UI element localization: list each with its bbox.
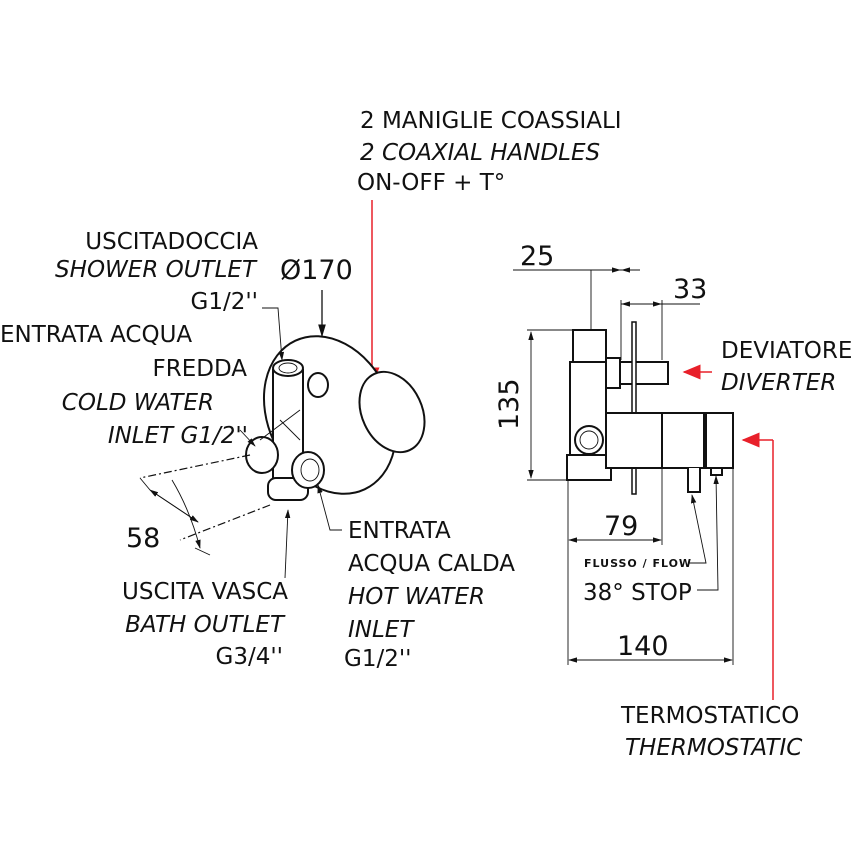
title-en: 2 COAXIAL HANDLES	[360, 140, 600, 166]
hot-inlet-en2: INLET	[348, 617, 415, 643]
top-port	[572, 329, 607, 363]
isometric-view	[139, 290, 426, 579]
wall-plate	[631, 321, 637, 495]
dim-25: 25	[520, 241, 554, 272]
cold-inlet-en2: INLET G1/2''	[108, 423, 248, 449]
shower-outlet-en: SHOWER OUTLET	[55, 257, 258, 283]
cold-inlet-it1: ENTRATA ACQUA	[0, 322, 192, 348]
title-it: 2 MANIGLIE COASSIALI	[360, 108, 622, 134]
thermostat-body	[605, 412, 663, 469]
thermostatic-en: THERMOSTATIC	[625, 735, 802, 761]
hot-inlet-en1: HOT WATER	[348, 584, 485, 610]
thermostatic-it: TERMOSTATICO	[620, 703, 799, 729]
dim-58: 58	[126, 523, 160, 554]
thermostat-cap	[661, 412, 705, 469]
shower-outlet-port	[272, 359, 304, 377]
hot-inlet-it2: ACQUA CALDA	[348, 551, 515, 577]
side-view	[566, 321, 734, 495]
hot-inlet-size: G1/2''	[344, 646, 411, 672]
stop-label: 38° STOP	[583, 580, 692, 606]
diverter-en: DIVERTER	[721, 370, 836, 396]
hot-inlet-port	[291, 451, 325, 489]
bath-outlet-it: USCITA VASCA	[122, 579, 288, 605]
title-function: ON-OFF + T°	[357, 170, 505, 196]
diverter-stub	[307, 372, 329, 398]
shower-outlet-size: G1/2''	[191, 289, 258, 315]
hot-inlet-it1: ENTRATA	[348, 518, 451, 544]
inlet-port	[574, 425, 604, 455]
dim-33: 33	[673, 274, 707, 305]
handle	[358, 370, 426, 454]
diverter-handle	[619, 361, 669, 385]
dim-140: 140	[617, 631, 669, 662]
shower-outlet-it: USCITADOCCIA	[85, 229, 258, 255]
dim-79: 79	[604, 511, 638, 542]
bath-outlet-en: BATH OUTLET	[125, 612, 286, 638]
flow-label: FLUSSO / FLOW	[584, 557, 692, 570]
thermostat-knob	[705, 412, 734, 469]
dim-135: 135	[494, 378, 525, 430]
cold-inlet-port	[245, 436, 279, 474]
cold-inlet-it2: FREDDA	[153, 356, 248, 382]
diverter-it: DEVIATORE	[721, 338, 852, 364]
bath-outlet-size: G3/4''	[216, 644, 283, 670]
cold-inlet-en1: COLD WATER	[62, 390, 214, 416]
diameter-label: Ø170	[280, 255, 353, 286]
